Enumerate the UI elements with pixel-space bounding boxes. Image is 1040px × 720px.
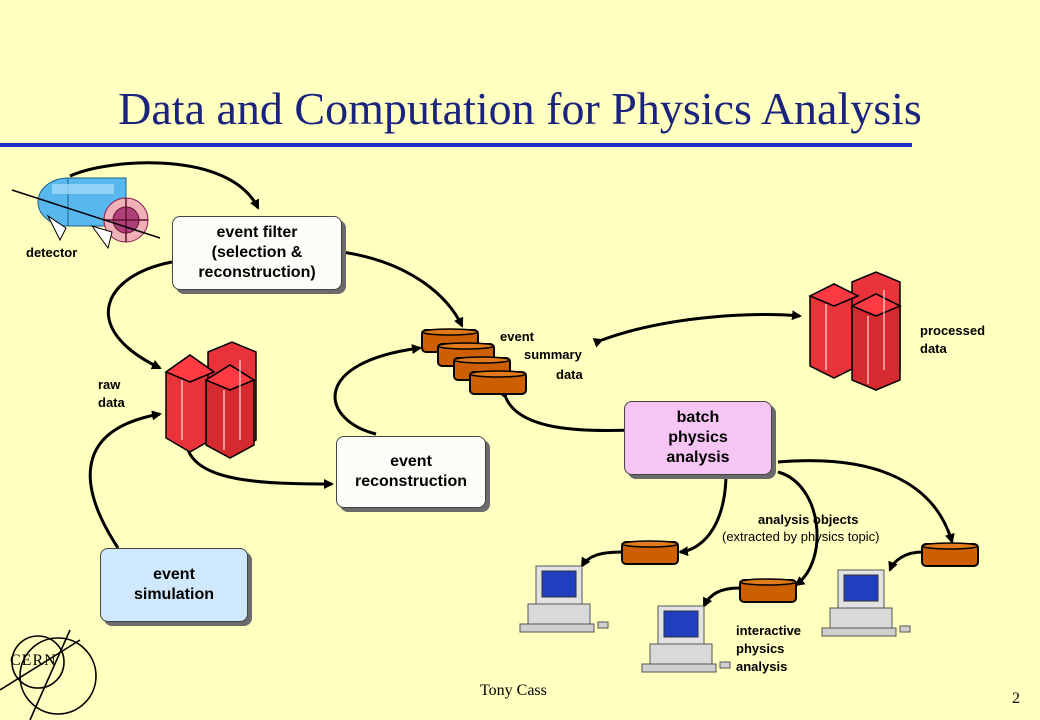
arrow-obj-to-pc-middle [702,586,741,608]
processed-data-store-icon [808,271,902,391]
event-simulation-label: event simulation [133,566,214,603]
event-summary-label-line3: data [556,367,583,382]
page-title: Data and Computation for Physics Analysi… [118,83,922,134]
arrow-detector-to-filter [69,161,260,210]
arrow-reconstruction-to-esd [333,344,422,436]
analysis-objects-note: (extracted by physics topic) [722,529,880,544]
detector-label: detector [26,245,78,260]
arrow-rawdata-to-reconstruction [184,439,334,489]
workstation-icon-middle [641,605,731,673]
analysis-objects-label: analysis objects [758,512,859,527]
event-reconstruction-box: event reconstruction [336,436,486,508]
event-summary-label-line1: event [500,329,534,344]
arrow-obj-to-pc-left [580,550,623,568]
workstation-icon-right [821,569,911,637]
analysis-object-disk-left [621,540,679,565]
cern-logo-text: CERN [10,652,57,669]
event-filter-label: event filter (selection & reconstruction… [198,224,316,281]
event-reconstruction-label: event reconstruction [354,453,467,490]
title-underline [0,143,912,147]
page-number: 2 [1012,690,1020,707]
arrow-batch-to-obj-middle [777,470,819,587]
workstation-icon-left [519,565,609,633]
arrow-esd-processed [592,310,802,348]
arrow-filter-to-rawdata [106,260,173,370]
analysis-object-disk-right [921,542,979,567]
batch-physics-analysis-label: batch physics analysis [666,409,730,466]
cern-logo-icon [0,629,97,720]
processed-data-label: processed data [920,323,986,356]
flow-arrows [69,161,955,608]
arrow-filter-to-esd [341,250,464,328]
interactive-analysis-label: interactive physics analysis [736,623,802,674]
author-footer: Tony Cass [480,682,547,699]
arrow-batch-to-obj-left [678,477,728,557]
event-filter-box: event filter (selection & reconstruction… [172,216,342,290]
raw-data-label: raw data [98,377,125,410]
arrow-obj-to-pc-right [888,550,923,572]
analysis-object-disk-middle [739,578,797,603]
batch-physics-analysis-box: batch physics analysis [624,401,772,475]
detector-icon [11,177,161,250]
arrow-simulation-to-rawdata [88,410,162,549]
arrow-esd-batch [498,388,634,436]
raw-data-store-icon [164,341,257,459]
event-simulation-box: event simulation [100,548,248,622]
arrow-batch-to-obj-right [777,459,955,544]
event-summary-label-line2: summary [524,347,582,362]
